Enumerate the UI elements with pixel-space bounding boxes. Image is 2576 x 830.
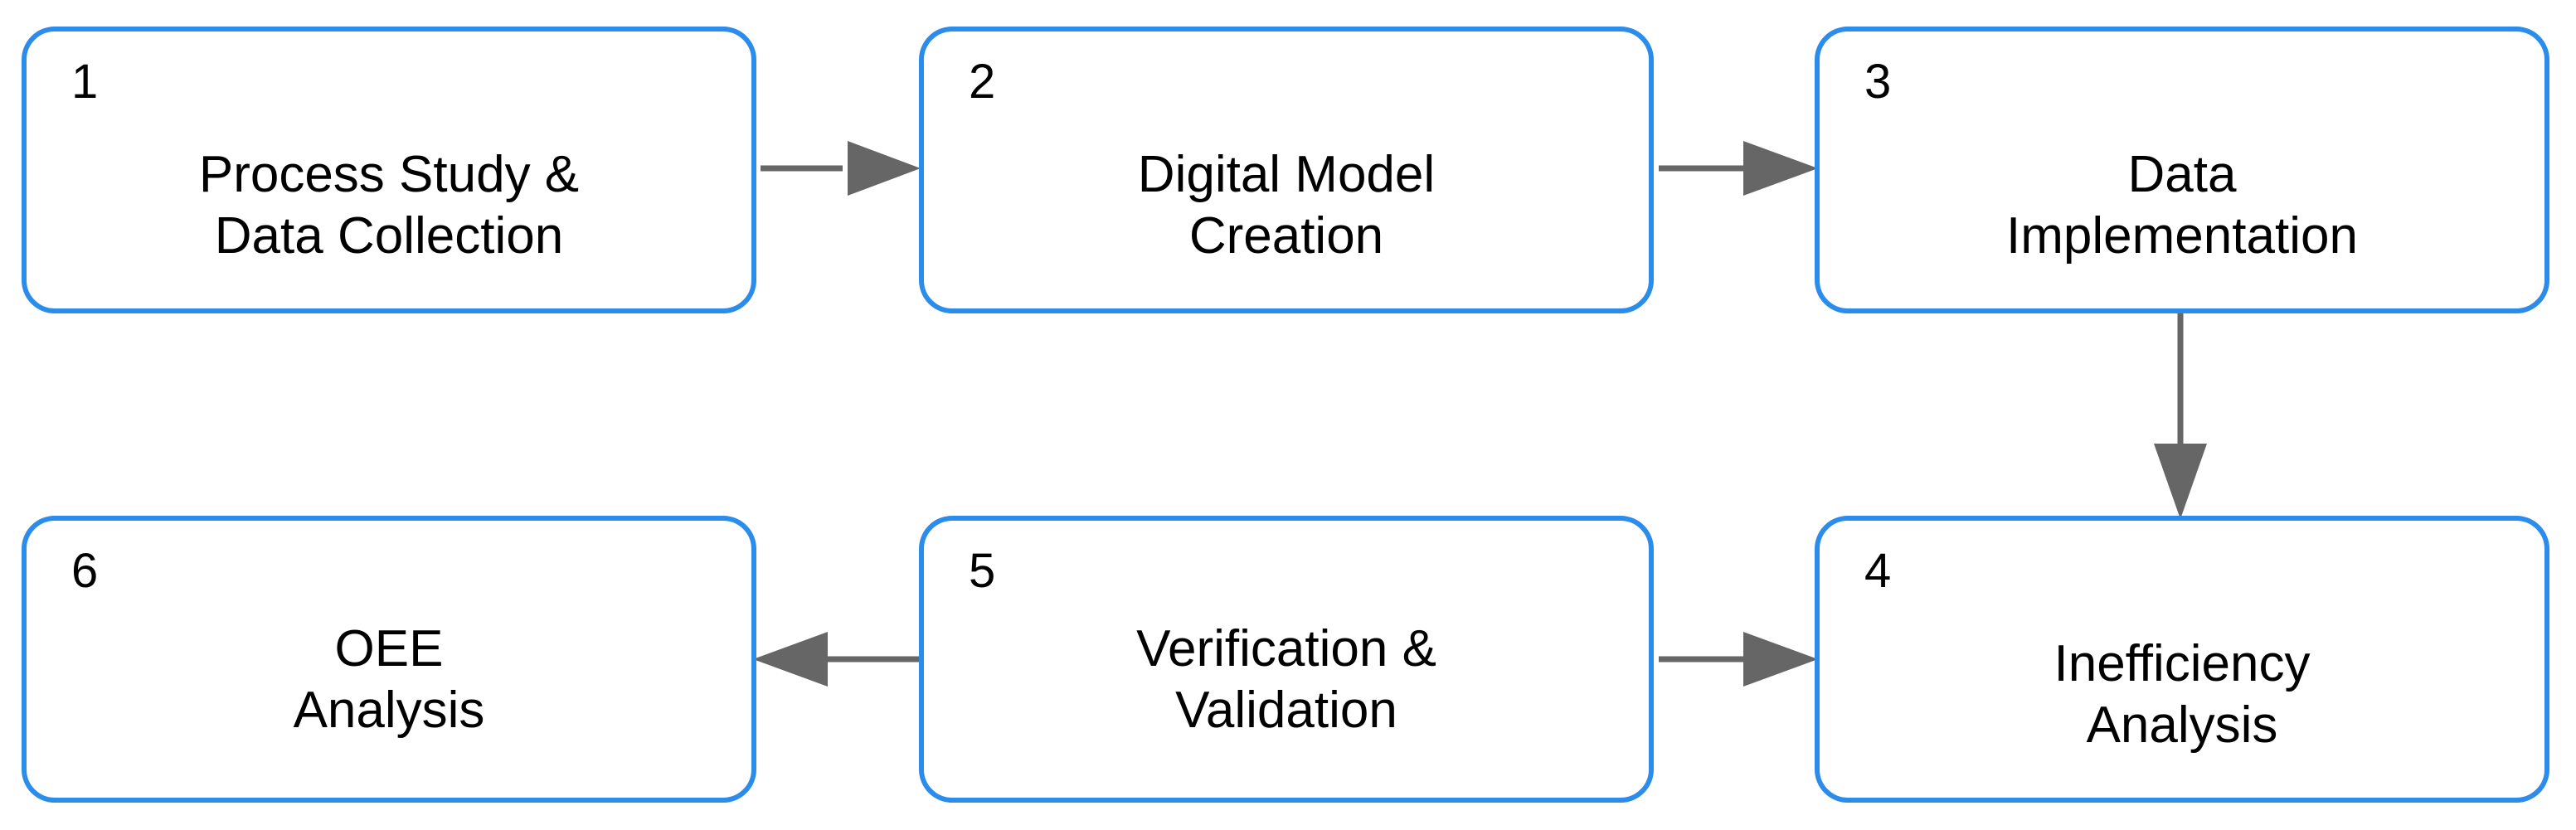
arrowhead-3-to-4	[2154, 444, 2207, 519]
arrowhead-1-to-2	[848, 141, 921, 196]
step-5-box: 5 Verification & Validation	[919, 516, 1654, 803]
step-number: 4	[1864, 544, 1892, 598]
step-6-box: 6 OEE Analysis	[22, 516, 756, 803]
step-label-line1: Verification &	[1136, 620, 1436, 677]
step-label: Verification & Validation	[924, 619, 1649, 741]
step-label: Digital Model Creation	[924, 144, 1649, 267]
step-label: Process Study & Data Collection	[27, 144, 751, 267]
step-label-line2: Analysis	[293, 682, 485, 739]
step-label-line2: Implementation	[2006, 207, 2358, 265]
step-label-line1: Inefficiency	[2054, 635, 2311, 692]
arrowhead-5-to-6	[753, 632, 828, 687]
arrowhead-5-to-4	[1743, 632, 1818, 687]
step-3-box: 3 Data Implementation	[1815, 27, 2549, 313]
step-number: 2	[969, 55, 996, 109]
arrowhead-2-to-3	[1743, 141, 1818, 196]
step-4-box: 4 Inefficiency Analysis	[1815, 516, 2549, 803]
step-label-line2: Validation	[1175, 682, 1397, 739]
step-label-line1: Process Study &	[198, 146, 580, 203]
step-label-line1: Digital Model	[1137, 146, 1436, 203]
step-label: Inefficiency Analysis	[1820, 633, 2544, 756]
step-label-line1: OEE	[334, 620, 444, 677]
step-label-line2: Data Collection	[214, 207, 564, 265]
step-label: OEE Analysis	[27, 619, 751, 741]
step-number: 6	[71, 544, 99, 598]
step-label-line1: Data	[2127, 146, 2237, 203]
step-label-line2: Analysis	[2086, 697, 2278, 754]
step-number: 5	[969, 544, 996, 598]
step-label-line2: Creation	[1188, 207, 1384, 265]
step-2-box: 2 Digital Model Creation	[919, 27, 1654, 313]
step-1-box: 1 Process Study & Data Collection	[22, 27, 756, 313]
step-number: 3	[1864, 55, 1892, 109]
step-label: Data Implementation	[1820, 144, 2544, 267]
step-number: 1	[71, 55, 99, 109]
